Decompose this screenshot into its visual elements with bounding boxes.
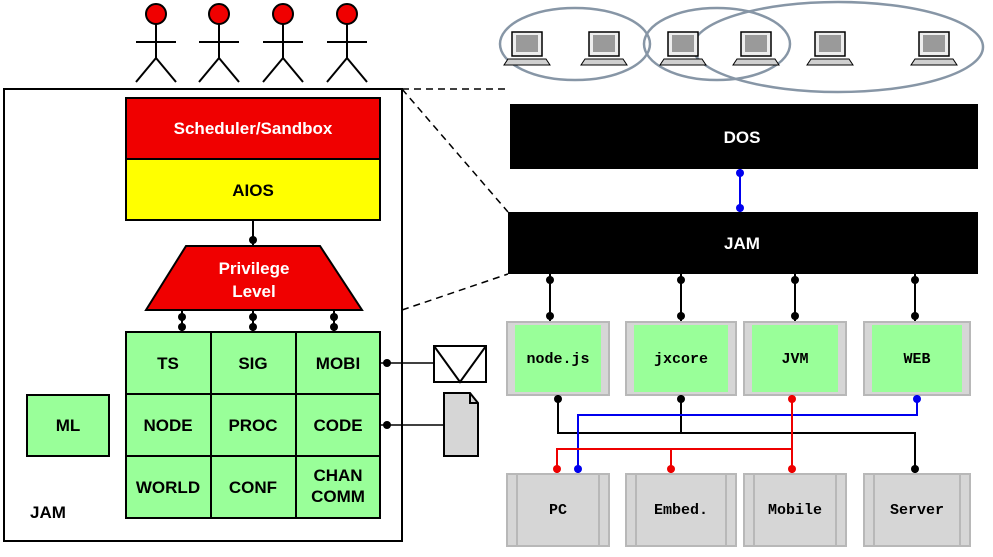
computer-icon	[732, 31, 780, 66]
ml-label: ML	[56, 416, 81, 435]
computer-icon	[659, 31, 707, 66]
zoom-line-top-diag	[401, 88, 509, 213]
computers	[503, 31, 958, 66]
proc-label: PROC	[228, 416, 277, 435]
platform-node-js	[515, 325, 601, 392]
actor-icon	[262, 3, 304, 83]
platform-label: JVM	[781, 351, 808, 368]
chan-comm-module	[295, 455, 381, 519]
world-label: WORLD	[136, 478, 200, 497]
cluster-ellipse	[498, 6, 652, 82]
computer-icon	[910, 31, 958, 66]
connector-dot	[736, 169, 744, 177]
aios-label: AIOS	[232, 181, 274, 200]
platform-label: jxcore	[654, 351, 708, 368]
platform-jxcore	[634, 325, 728, 392]
platform-host-links	[553, 395, 921, 474]
node-label: NODE	[143, 416, 192, 435]
host-label: PC	[549, 502, 567, 519]
jam-bar-label: JAM	[724, 234, 760, 253]
privilege-label-line2: Level	[232, 282, 275, 301]
conf-label: CONF	[229, 478, 277, 497]
code-label: CODE	[313, 416, 362, 435]
actor-icon	[135, 3, 177, 83]
connector-dot	[383, 359, 391, 367]
module-grid: TS SIG MOBI NODE PROC CODE WORLD CONF CH…	[125, 331, 381, 519]
computer-icon	[580, 31, 628, 66]
connector-dot	[736, 204, 744, 212]
hosts: PC Embed. Mobile Server	[506, 473, 971, 547]
platforms: node.js jxcore JVM WEB	[506, 321, 971, 396]
host-label: Server	[890, 502, 944, 519]
actor-icon	[326, 3, 368, 83]
platform-label: WEB	[903, 351, 930, 368]
privilege-level-block	[144, 245, 364, 311]
cluster-ellipse	[642, 6, 792, 82]
actors	[135, 3, 368, 83]
jam-layer	[508, 212, 978, 274]
computer-icon	[503, 31, 551, 66]
ts-label: TS	[157, 354, 179, 373]
privilege-label-line1: Privilege	[219, 259, 290, 278]
host-server	[863, 473, 971, 547]
scheduler-sandbox-label: Scheduler/Sandbox	[174, 119, 333, 138]
zoom-line-bottom-diag	[401, 273, 509, 311]
ml-module	[26, 394, 110, 457]
computer-icon	[806, 31, 854, 66]
code-document-icon	[443, 392, 479, 457]
sig-label: SIG	[238, 354, 267, 373]
platform-label: node.js	[526, 351, 589, 368]
message-envelope-icon	[433, 345, 487, 384]
chan-label-line1: CHAN	[313, 466, 362, 485]
jam-platform-links	[546, 274, 919, 322]
comm-label-line2: COMM	[311, 487, 365, 506]
code-module	[295, 393, 381, 457]
mobi-label: MOBI	[316, 354, 360, 373]
host-label: Embed.	[654, 502, 708, 519]
node-module	[125, 393, 212, 457]
connector-dot	[249, 236, 257, 244]
dos-label: DOS	[724, 128, 761, 147]
host-pc	[506, 473, 610, 547]
mobi-module	[295, 331, 381, 395]
sig-module	[210, 331, 297, 395]
privilege-module-connectors	[178, 310, 338, 332]
host-embed	[625, 473, 737, 547]
host-label: Mobile	[768, 502, 822, 519]
platform-web	[872, 325, 962, 392]
connector-dot	[383, 421, 391, 429]
host-mobile	[743, 473, 847, 547]
dos-layer	[510, 104, 978, 169]
jam-node-label: JAM	[30, 503, 66, 522]
platform-jvm	[752, 325, 838, 392]
actor-icon	[198, 3, 240, 83]
